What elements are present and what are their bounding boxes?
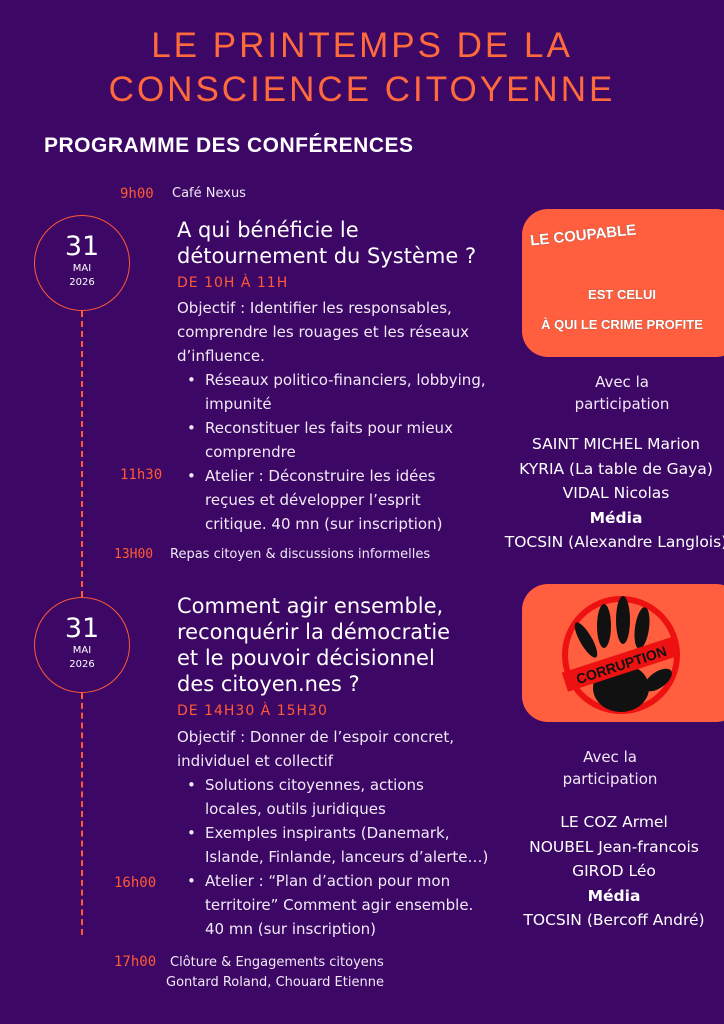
date-month: MAI [72,645,92,656]
poster-text: EST CELUI [588,287,656,302]
poster-text: À QUI LE CRIME PROFITE [541,317,703,332]
workshop-time-2: 16h00 [114,875,157,891]
title-line: Comment agir ensemble, [177,594,444,618]
poster-corruption: CORRUPTION [522,584,724,722]
timeline-line [81,693,83,935]
speakers-1: SAINT MICHEL Marion KYRIA (La table de G… [500,432,724,555]
session1-hours: DE 10H À 11H [177,275,289,291]
lunch-time: 13H00 [114,547,154,562]
date-month: MAI [72,263,92,274]
speaker: LE COZ Armel [560,813,668,831]
date-day: 31 [64,231,100,262]
title-line: reconquérir la démocratie [177,620,451,644]
objective: Objectif : Identifier les responsables, … [177,299,470,365]
session1-content: Objectif : Identifier les responsables, … [177,296,497,536]
objective: Objectif : Donner de l’espoir concret, i… [177,728,454,770]
timeline-line [81,311,83,597]
text: Avec la [583,748,637,766]
workshop-time-1: 11h30 [120,467,163,483]
speaker: VIDAL Nicolas [562,484,670,502]
stop-hand-icon: CORRUPTION [561,596,681,714]
text: Avec la [595,373,649,391]
list-item: Atelier : Déconstruire les idées reçues … [177,464,497,536]
poster-le-coupable: LE COUPABLE EST CELUI À QUI LE CRIME PRO… [522,209,724,357]
bullet-list: Réseaux politico-financiers, lobbying, i… [177,368,497,536]
media: TOCSIN (Bercoff André) [523,911,705,929]
speaker: GIROD Léo [572,862,656,880]
participation-label-1: Avec la participation [560,371,684,415]
date-day: 31 [64,613,100,644]
list-item: Atelier : “Plan d’action pour mon territ… [177,869,495,941]
session2-hours: DE 14H30 À 15H30 [177,703,328,719]
session2-title: Comment agir ensemble, reconquérir la dé… [177,593,450,697]
title-line-1: LE PRINTEMPS DE LA [151,26,573,65]
intro-label: Café Nexus [172,186,246,201]
participation-label-2: Avec la participation [548,746,672,790]
bullet-list: Solutions citoyennes, actions locales, o… [177,773,495,941]
list-item: Exemples inspirants (Danemark, Islande, … [177,821,495,869]
speakers-2: LE COZ Armel NOUBEL Jean-francois GIROD … [500,810,724,933]
session1-title: A qui bénéficie le détournement du Systè… [177,217,476,269]
title-line: et le pouvoir décisionnel [177,646,435,670]
speaker: KYRIA (La table de Gaya) [519,459,713,478]
list-item: Solutions citoyennes, actions locales, o… [177,773,495,821]
intro-time: 9h00 [120,186,154,202]
media: TOCSIN (Alexandre Langlois) [504,533,724,551]
closing-time: 17h00 [114,954,157,970]
session2-content: Objectif : Donner de l’espoir concret, i… [177,725,495,941]
subtitle: PROGRAMME DES CONFÉRENCES [44,134,414,157]
title-line: des citoyen.nes ? [177,672,360,696]
title-line: A qui bénéficie le [177,218,359,242]
date-year: 2026 [69,659,95,670]
date-year: 2026 [69,277,95,288]
list-item: Reconstituer les faits pour mieux compre… [177,416,497,464]
date-badge-1: 31 MAI 2026 [34,215,130,311]
media-label: Média [587,886,641,905]
text: participation [562,770,658,788]
text: participation [574,395,670,413]
date-badge-2: 31 MAI 2026 [34,597,130,693]
closing-label: Clôture & Engagements citoyens [170,955,384,970]
speaker: SAINT MICHEL Marion [532,435,700,453]
list-item: Réseaux politico-financiers, lobbying, i… [177,368,497,416]
poster-text: LE COUPABLE [529,221,638,250]
speaker: NOUBEL Jean-francois [529,837,699,856]
title-line-2: CONSCIENCE CITOYENNE [108,70,616,109]
title-line: détournement du Système ? [177,244,477,268]
media-label: Média [589,508,643,527]
closing-speakers: Gontard Roland, Chouard Etienne [166,975,384,990]
lunch-label: Repas citoyen & discussions informelles [170,547,431,562]
